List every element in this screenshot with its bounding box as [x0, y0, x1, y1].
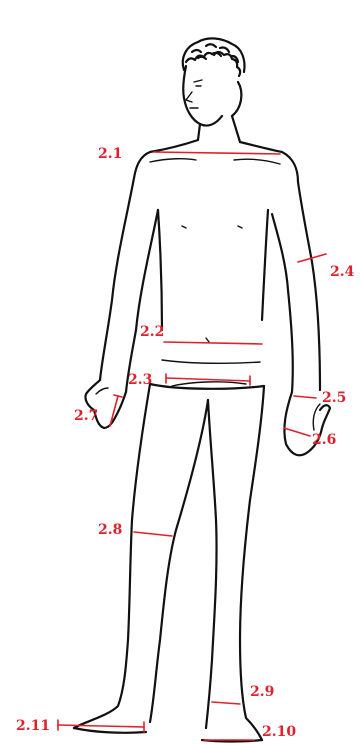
left-thumb — [96, 388, 108, 394]
right-arm-inner — [272, 214, 293, 392]
neck-left — [198, 124, 200, 140]
chest-marks — [182, 226, 242, 228]
measure-line-2-5 — [294, 396, 316, 398]
measurement-lines — [58, 152, 326, 740]
label-2-7: 2.7 — [74, 408, 98, 424]
left-leg-outer — [74, 384, 150, 728]
measure-line-2-9 — [212, 702, 240, 704]
measure-line-2-8 — [134, 532, 172, 536]
label-2-9: 2.9 — [250, 684, 274, 700]
collarbone-right — [234, 159, 280, 164]
label-2-11: 2.11 — [16, 718, 50, 734]
label-2-5: 2.5 — [322, 390, 346, 406]
eye — [194, 80, 202, 86]
collarbone-left — [150, 159, 196, 162]
measure-line-2-3 — [166, 378, 250, 381]
shorts-crease — [172, 382, 246, 386]
left-arm-outer — [100, 178, 134, 380]
label-2-6: 2.6 — [312, 432, 336, 448]
torso-left-side — [158, 210, 162, 330]
torso-right-side — [262, 210, 268, 320]
right-arm — [272, 182, 330, 455]
shorts-top — [150, 384, 264, 389]
measure-line-2-6 — [284, 428, 310, 436]
measure-cap-2-7-top — [114, 395, 122, 397]
neck-right — [232, 116, 240, 142]
left-foot-sole — [74, 728, 146, 733]
left-arm-inner — [126, 210, 158, 392]
right-arm-outer — [298, 182, 320, 390]
ear — [232, 82, 241, 116]
measure-line-2-2 — [164, 342, 262, 344]
measurement-labels: 2.1 2.2 2.3 2.4 2.5 2.6 2.7 2.8 2.9 2.10… — [16, 146, 355, 740]
label-2-10: 2.10 — [262, 724, 296, 740]
label-2-8: 2.8 — [98, 522, 122, 538]
waistband-line — [162, 360, 260, 363]
navel — [206, 338, 209, 342]
label-2-1: 2.1 — [98, 146, 122, 162]
label-2-3: 2.3 — [128, 372, 152, 388]
nose — [186, 92, 192, 102]
head — [183, 38, 245, 142]
hair — [183, 38, 245, 76]
measure-line-2-1 — [154, 152, 280, 154]
right-leg-inner — [206, 400, 217, 728]
left-leg-inner — [150, 400, 208, 722]
label-2-4: 2.4 — [330, 264, 355, 280]
label-2-2: 2.2 — [140, 324, 164, 340]
legs — [74, 384, 264, 742]
measure-line-2-11 — [58, 725, 144, 727]
torso — [134, 140, 298, 389]
left-arm — [85, 178, 158, 428]
right-thumb — [313, 404, 320, 430]
